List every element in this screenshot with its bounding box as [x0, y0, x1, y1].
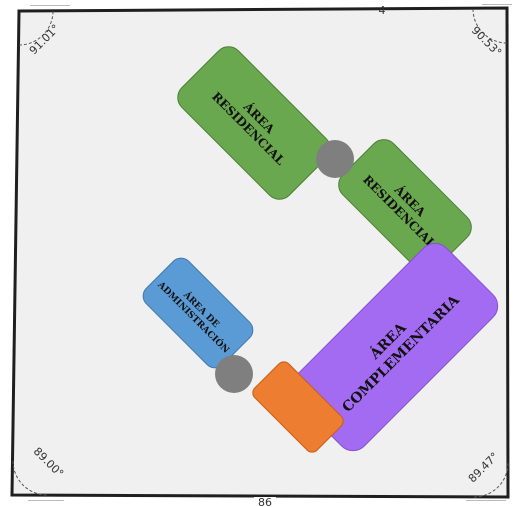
zone-administration-shape	[142, 257, 254, 369]
corner-angle-marks	[12, 8, 509, 498]
angle-arc-bottom-left	[12, 460, 48, 496]
annotation-line-top-right	[482, 4, 512, 5]
bottom-edge-label: 86	[258, 496, 272, 507]
bottom-edge-label-bg	[254, 497, 276, 507]
top-edge-label: 4	[379, 4, 386, 17]
connector-node-1	[316, 140, 354, 178]
annotation-line-bottom-left	[28, 500, 64, 501]
angle-arc-top-left	[18, 10, 54, 46]
tiny-annotations	[28, 4, 512, 501]
angle-arc-bottom-right	[473, 462, 509, 498]
annotation-line-top-left	[30, 5, 70, 6]
zone-service[interactable]	[250, 359, 346, 455]
angle-arc-top-right	[472, 8, 508, 44]
annotation-line-bottom-right	[466, 500, 506, 501]
connector-node-3	[215, 355, 253, 393]
zone-service-shape	[252, 361, 344, 453]
zone-residential-1-shape	[177, 46, 331, 200]
zone-administration[interactable]: ÁREA DE ADMINISTRACIÓN	[139, 254, 258, 373]
